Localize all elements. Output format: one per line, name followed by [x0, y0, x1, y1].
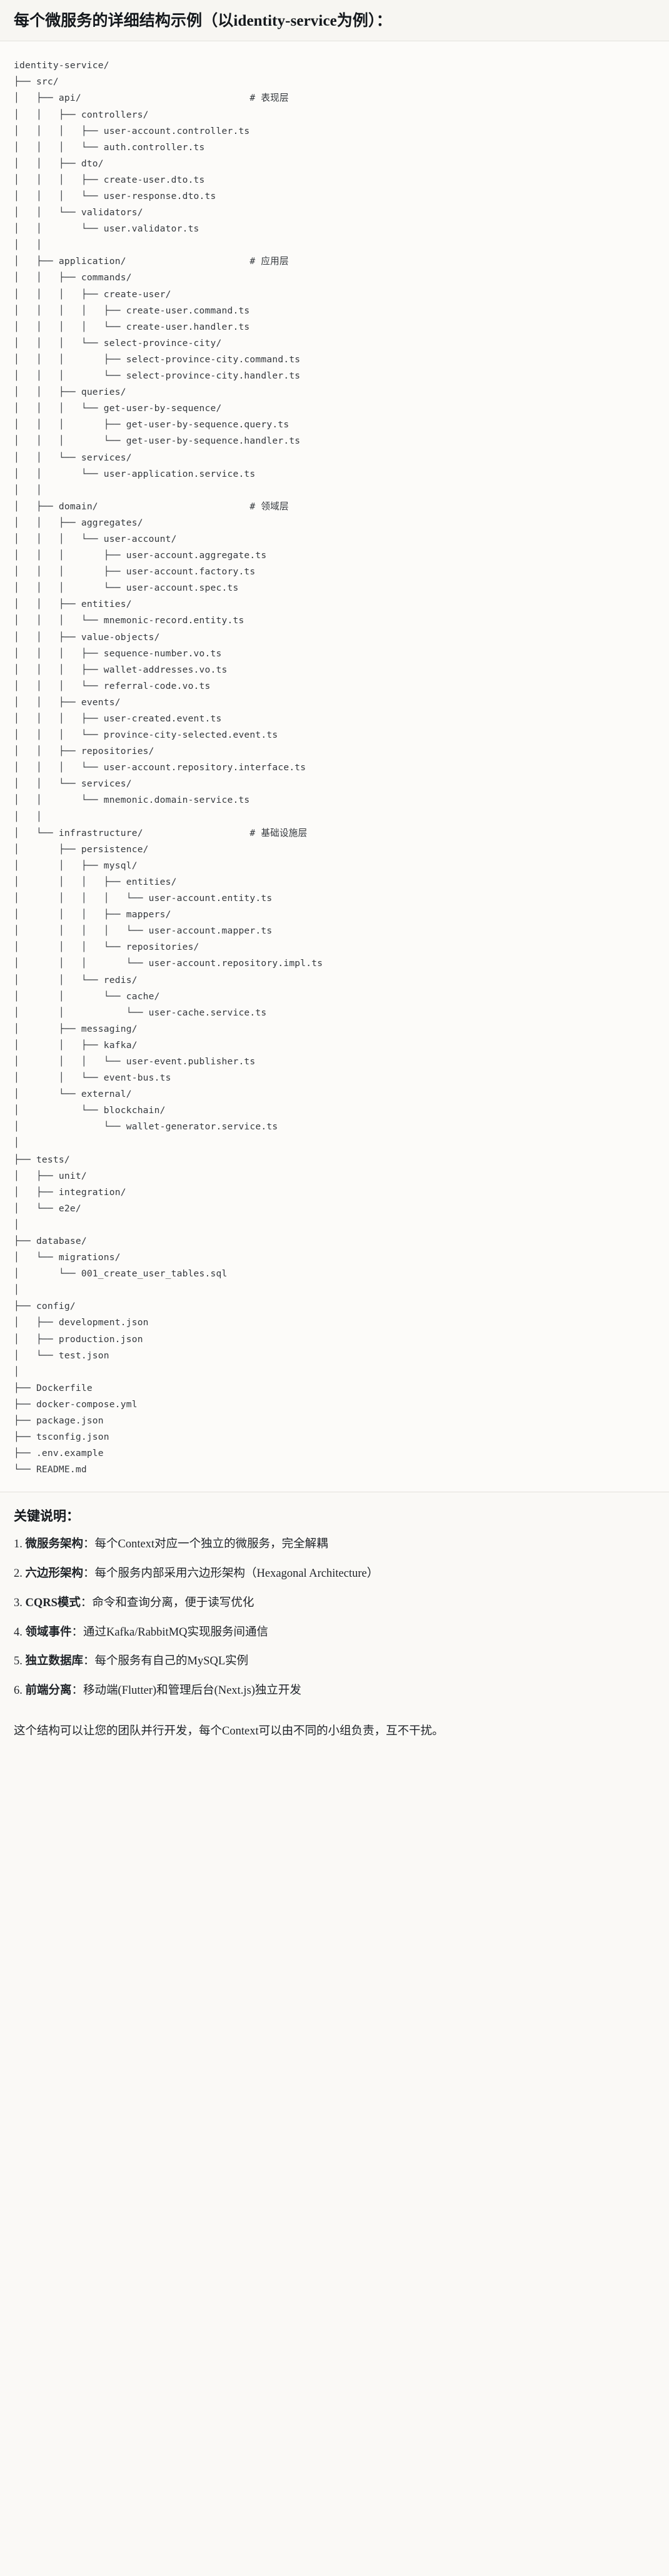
document-header: 每个微服务的详细结构示例（以identity-service为例）：: [0, 0, 669, 42]
key-point-term: CQRS模式: [25, 1596, 81, 1609]
page-root: 每个微服务的详细结构示例（以identity-service为例）： ident…: [0, 0, 669, 1757]
closing-paragraph: 这个结构可以让您的团队并行开发，每个Context可以由不同的小组负责，互不干扰…: [0, 1718, 669, 1757]
key-point-item: 1. 微服务架构：每个Context对应一个独立的微服务，完全解耦: [14, 1536, 655, 1554]
key-point-number: 2.: [14, 1567, 23, 1581]
key-point-item: 6. 前端分离：移动端(Flutter)和管理后台(Next.js)独立开发: [14, 1683, 655, 1700]
key-point-separator: ：: [71, 1684, 84, 1698]
key-point-separator: ：: [83, 1655, 95, 1668]
key-point-item: 5. 独立数据库：每个服务有自己的MySQL实例: [14, 1653, 655, 1671]
directory-tree: identity-service/ ├── src/ │ ├── api/ # …: [14, 60, 323, 1475]
key-point-description: 通过Kafka/RabbitMQ实现服务间通信: [83, 1626, 269, 1639]
key-point-term: 六边形架构: [25, 1567, 84, 1581]
key-point-description: 命令和查询分离，便于读写优化: [92, 1596, 254, 1609]
key-point-description: 每个服务内部采用六边形架构（Hexagonal Architecture）: [94, 1567, 379, 1581]
key-point-number: 4.: [14, 1626, 23, 1639]
key-point-description: 每个Context对应一个独立的微服务，完全解耦: [94, 1538, 328, 1551]
key-point-number: 3.: [14, 1596, 23, 1609]
key-point-item: 3. CQRS模式：命令和查询分离，便于读写优化: [14, 1595, 655, 1612]
key-point-term: 独立数据库: [25, 1655, 84, 1668]
key-point-item: 4. 领域事件：通过Kafka/RabbitMQ实现服务间通信: [14, 1624, 655, 1642]
key-point-separator: ：: [83, 1567, 95, 1581]
key-point-number: 5.: [14, 1655, 23, 1668]
key-point-description: 每个服务有自己的MySQL实例: [94, 1655, 249, 1668]
key-point-separator: ：: [71, 1626, 84, 1639]
key-points-title: 关键说明：: [14, 1509, 79, 1524]
key-point-number: 6.: [14, 1684, 23, 1698]
key-point-term: 微服务架构: [25, 1538, 84, 1551]
page-title: 每个微服务的详细结构示例（以identity-service为例）：: [14, 13, 392, 29]
directory-tree-block: identity-service/ ├── src/ │ ├── api/ # …: [0, 41, 669, 1493]
key-point-number: 1.: [14, 1538, 23, 1551]
key-point-term: 前端分离: [25, 1684, 72, 1698]
key-point-term: 领域事件: [25, 1626, 72, 1639]
key-point-separator: ：: [80, 1596, 93, 1609]
key-point-description: 移动端(Flutter)和管理后台(Next.js)独立开发: [83, 1684, 301, 1698]
key-point-item: 2. 六边形架构：每个服务内部采用六边形架构（Hexagonal Archite…: [14, 1565, 655, 1583]
key-point-separator: ：: [83, 1538, 95, 1551]
